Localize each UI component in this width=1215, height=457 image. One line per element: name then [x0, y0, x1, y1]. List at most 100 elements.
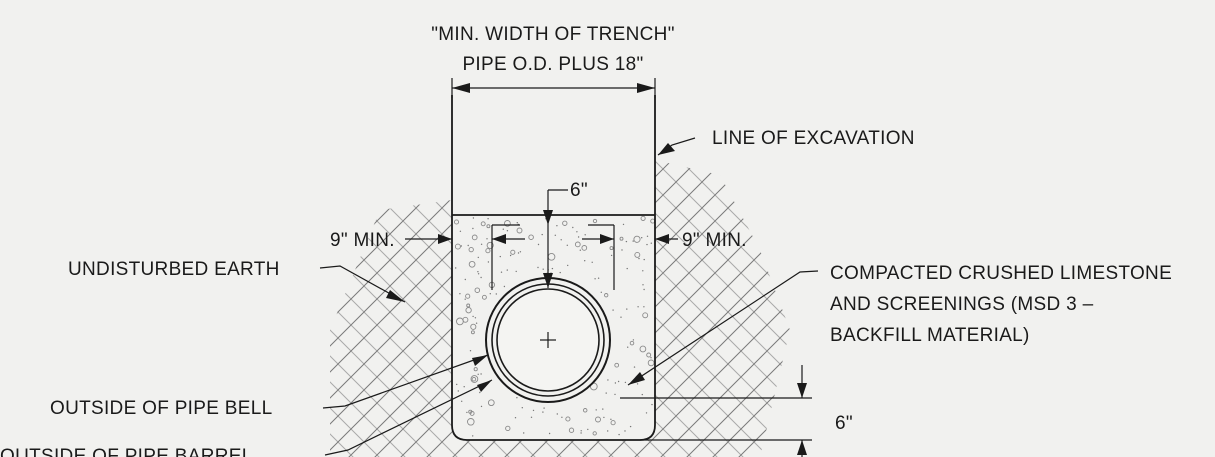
- gravel-particle: [620, 316, 622, 318]
- gravel-particle: [582, 408, 588, 413]
- outside-pipe-bell-label: OUTSIDE OF PIPE BELL: [50, 398, 272, 419]
- gravel-particle: [580, 430, 582, 432]
- gravel-particle: [487, 261, 490, 263]
- gravel-particle: [470, 330, 475, 335]
- gravel-particle: [477, 373, 479, 375]
- gravel-particle: [503, 285, 506, 288]
- gravel-particle: [584, 234, 586, 236]
- gravel-particle: [528, 234, 534, 240]
- gravel-particle: [607, 430, 609, 432]
- gravel-particle: [647, 359, 655, 367]
- gravel-particle: [640, 215, 646, 221]
- nine-min-right-label: 9" MIN.: [682, 230, 747, 251]
- gravel-particle: [632, 240, 634, 242]
- gravel-particle: [584, 260, 586, 262]
- gravel-particle: [610, 418, 612, 420]
- gravel-particle: [477, 271, 479, 273]
- nine-inch-dimensions: [405, 234, 678, 244]
- gravel-particle: [595, 409, 597, 411]
- gravel-particle: [577, 236, 580, 238]
- gravel-particle: [619, 236, 624, 241]
- gravel-particle: [495, 293, 497, 295]
- gravel-particle: [459, 230, 462, 232]
- gravel-particle: [472, 217, 475, 219]
- gravel-particle: [603, 416, 605, 419]
- gravel-particle: [480, 243, 483, 245]
- gravel-particle: [626, 267, 628, 270]
- gravel-particle: [629, 340, 635, 346]
- top-cover-dimension: [543, 189, 568, 288]
- gravel-particle: [551, 267, 554, 270]
- gravel-particle: [505, 425, 511, 432]
- gravel-particle: [523, 432, 525, 434]
- gravel-particle: [515, 270, 517, 273]
- gravel-particle: [642, 284, 644, 286]
- gravel-particle: [600, 291, 602, 293]
- gravel-particle: [554, 234, 556, 236]
- min-width-label-line2: PIPE O.D. PLUS 18": [462, 54, 643, 75]
- gravel-particle: [504, 220, 511, 227]
- gravel-particle: [641, 237, 643, 239]
- gravel-particle: [638, 257, 640, 260]
- gravel-particle: [502, 228, 504, 230]
- gravel-particle: [633, 366, 636, 368]
- gravel-particle: [465, 307, 472, 314]
- trench-outline: [451, 95, 656, 441]
- compacted-material-label-line3: BACKFILL MATERIAL): [830, 325, 1030, 346]
- gravel-particle: [466, 411, 468, 414]
- gravel-particle: [556, 225, 558, 227]
- six-inch-cover-label: 6": [570, 180, 588, 201]
- gravel-particle: [562, 220, 568, 226]
- gravel-particle: [567, 264, 569, 267]
- gravel-particle: [477, 273, 480, 275]
- gravel-particle: [487, 218, 489, 220]
- gravel-particle: [636, 383, 639, 385]
- gravel-particle: [460, 245, 462, 247]
- gravel-particle: [592, 431, 597, 436]
- bedding-limit-lines: [491, 224, 615, 290]
- gravel-particle: [463, 386, 465, 388]
- gravel-particle: [650, 357, 652, 359]
- gravel-particle: [572, 226, 574, 229]
- gravel-particle: [516, 222, 518, 224]
- gravel-particle: [627, 346, 629, 348]
- gravel-particle: [456, 317, 464, 326]
- undisturbed-earth-label: UNDISTURBED EARTH: [68, 259, 280, 280]
- gravel-particle: [610, 420, 616, 426]
- gravel-particle: [516, 397, 518, 399]
- gravel-particle: [459, 293, 461, 295]
- gravel-particle: [521, 407, 523, 409]
- gravel-particle: [594, 278, 596, 280]
- gravel-particle: [509, 254, 512, 257]
- pipe: [485, 277, 611, 403]
- gravel-particle: [629, 425, 632, 428]
- gravel-particle: [464, 278, 466, 281]
- gravel-particle: [566, 244, 568, 246]
- gravel-particle: [604, 293, 609, 298]
- gravel-particle: [470, 323, 477, 330]
- gravel-particle: [560, 239, 562, 241]
- bottom-six-inch-label: 6": [835, 413, 853, 434]
- gravel-particle: [486, 224, 491, 229]
- gravel-particle: [646, 352, 652, 358]
- gravel-particle: [543, 407, 545, 409]
- line-of-excavation-label: LINE OF EXCAVATION: [712, 128, 915, 149]
- gravel-particle: [646, 235, 649, 237]
- gravel-particle: [454, 243, 461, 250]
- gravel-particle: [607, 379, 609, 381]
- gravel-particle: [468, 246, 474, 253]
- gravel-particle: [610, 254, 613, 257]
- gravel-particle: [614, 382, 617, 384]
- min-width-label-line1: "MIN. WIDTH OF TRENCH": [431, 24, 675, 45]
- gravel-particle: [626, 308, 628, 310]
- leader-lines: [319, 137, 819, 456]
- gravel-particle: [475, 322, 478, 324]
- gravel-particle: [650, 242, 652, 244]
- gravel-particle: [474, 317, 477, 319]
- gravel-particle: [618, 433, 620, 436]
- gravel-particle: [477, 256, 479, 259]
- gravel-particle: [579, 249, 581, 251]
- gravel-particle: [561, 416, 563, 418]
- gravel-particle: [587, 428, 589, 431]
